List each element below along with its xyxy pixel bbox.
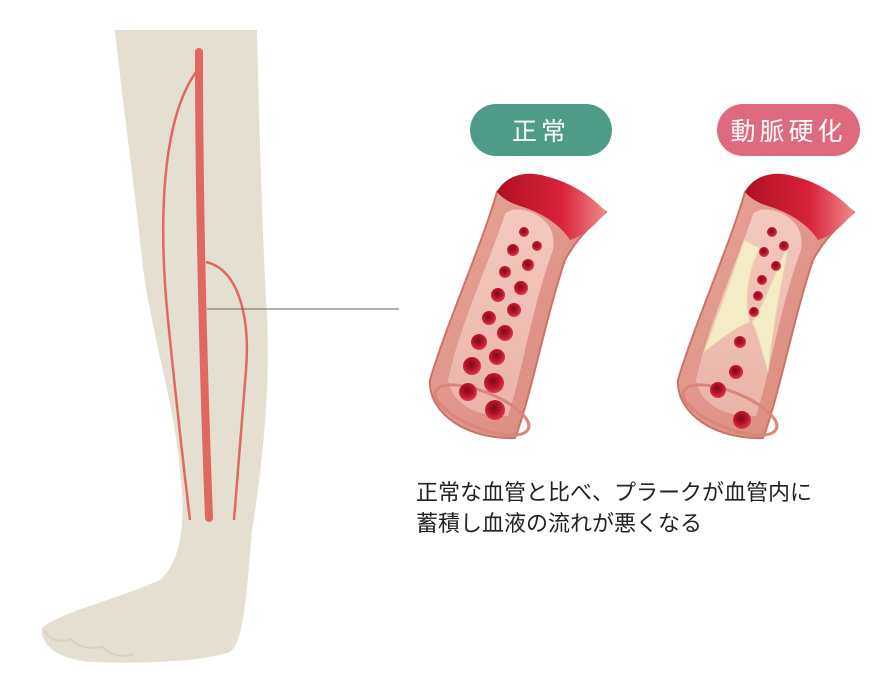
caption-line-1: 正常な血管と比べ、プラークが血管内に xyxy=(416,481,813,506)
artery-branch-left xyxy=(161,71,198,521)
plaque-left xyxy=(702,239,761,354)
caption: 正常な血管と比べ、プラークが血管内に 蓄積し血液の流れが悪くなる xyxy=(416,478,886,540)
normal-label-text: 正常 xyxy=(511,117,570,146)
caption-line-2: 蓄積し血液の流れが悪くなる xyxy=(416,512,703,537)
main-artery xyxy=(195,48,213,522)
vessel-cap xyxy=(745,173,854,240)
artery-branch-right xyxy=(205,260,249,521)
normal-vessel xyxy=(428,173,608,440)
red-blood-cells xyxy=(459,227,542,420)
vessel-opening xyxy=(433,383,531,437)
toe-line xyxy=(43,629,71,642)
vessel-opening xyxy=(681,383,779,437)
atherosclerosis-vessel xyxy=(676,173,856,440)
leg xyxy=(41,30,268,663)
vessel-cap xyxy=(497,173,606,240)
toe-line xyxy=(69,637,105,649)
plaque-right xyxy=(751,239,791,373)
atherosclerosis-label: 動脈硬化 xyxy=(717,104,860,156)
toe-line xyxy=(101,645,135,657)
red-blood-cells xyxy=(710,227,789,429)
atherosclerosis-label-text: 動脈硬化 xyxy=(730,117,847,146)
normal-label: 正常 xyxy=(470,104,612,156)
leg-silhouette xyxy=(41,30,268,663)
